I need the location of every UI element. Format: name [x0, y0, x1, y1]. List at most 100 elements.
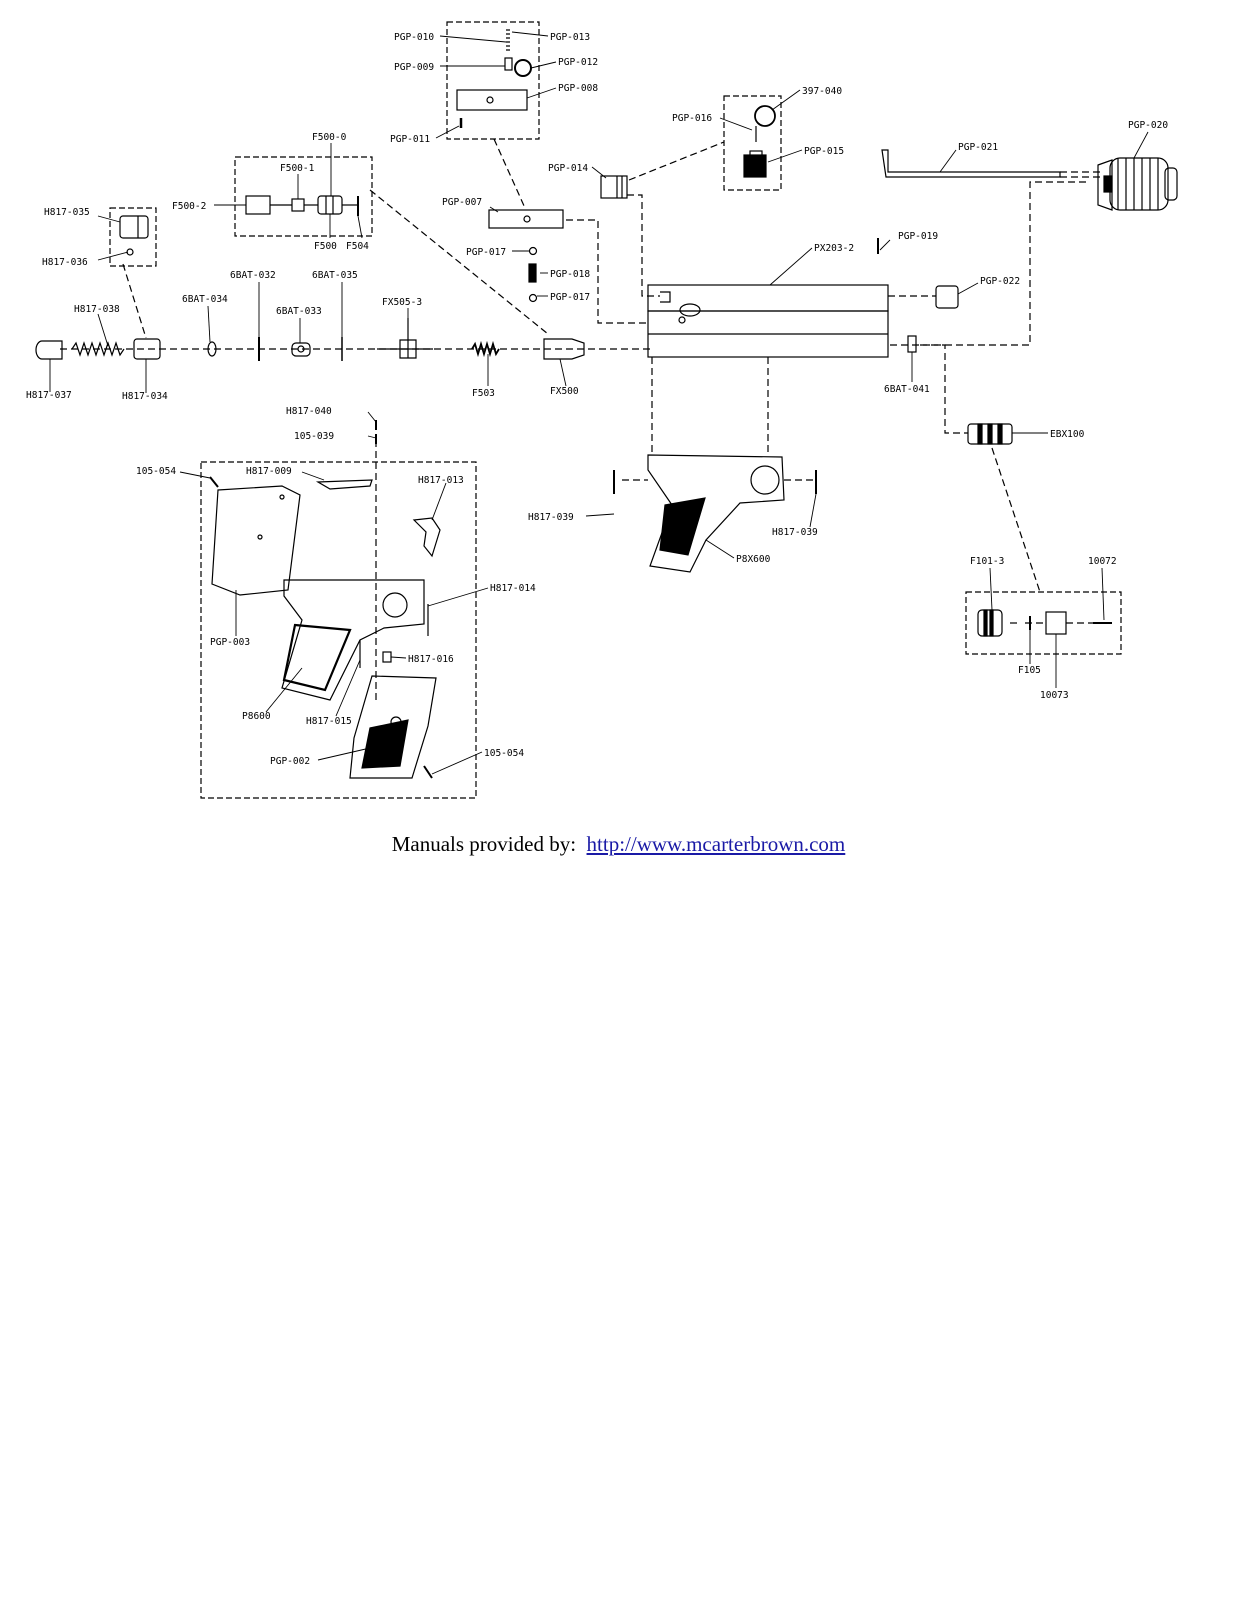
label-f105: F105: [1018, 665, 1041, 676]
label-h817-034: H817-034: [122, 391, 168, 402]
label-h817-016: H817-016: [408, 654, 454, 665]
label-h817-037: H817-037: [26, 390, 72, 401]
label-pgp-017-upper: PGP-017: [466, 247, 506, 258]
part-pgp-012: [514, 59, 532, 77]
label-pgp-014: PGP-014: [548, 163, 588, 174]
label-6bat-035: 6BAT-035: [312, 270, 358, 281]
part-pgp-021: [881, 149, 1061, 178]
part-pgp-017-upper: [528, 246, 538, 256]
box-h817-035-group: [109, 207, 157, 267]
label-f500: F500: [314, 241, 337, 252]
label-6bat-032: 6BAT-032: [230, 270, 276, 281]
part-p8600: [281, 579, 425, 701]
label-pgp-017-lower: PGP-017: [550, 292, 590, 303]
part-h817-034: [133, 338, 161, 360]
part-h817-035: [119, 215, 149, 239]
part-pgp-022: [935, 285, 959, 309]
part-fx505-3: [377, 318, 433, 359]
box-trigger-top-group: [446, 21, 540, 140]
part-f500-1: [291, 198, 305, 212]
part-pgp-009: [504, 57, 513, 71]
part-pgp-007: [488, 209, 564, 229]
label-h817-035: H817-035: [44, 207, 90, 218]
label-pgp-016: PGP-016: [672, 113, 712, 124]
box-f500-group: [234, 156, 373, 237]
part-6bat-033: [291, 342, 311, 357]
part-6bat-034: [207, 341, 217, 357]
label-10072: 10072: [1088, 556, 1117, 567]
part-pgp-008: [456, 89, 528, 111]
label-h817-039-left: H817-039: [528, 512, 574, 523]
part-f503: [471, 340, 500, 358]
label-f504: F504: [346, 241, 369, 252]
label-h817-038: H817-038: [74, 304, 120, 315]
label-pgp-007: PGP-007: [442, 197, 482, 208]
part-pgp-010: [506, 29, 510, 51]
label-105-054-lower: 105-054: [484, 748, 524, 759]
part-pgp-020: [1097, 157, 1178, 211]
part-f101-3: [977, 609, 1003, 637]
box-397-group: [723, 95, 782, 191]
label-pgp-003: PGP-003: [210, 637, 250, 648]
label-f500-1: F500-1: [280, 163, 315, 174]
label-p8x600: P8X600: [736, 554, 771, 565]
box-grip-frame-group: [200, 461, 477, 799]
label-h817-009: H817-009: [246, 466, 292, 477]
label-pgp-008: PGP-008: [558, 83, 598, 94]
label-105-054-upper: 105-054: [136, 466, 176, 477]
part-pgp-002: [349, 675, 437, 779]
label-px203-2: PX203-2: [814, 243, 854, 254]
label-10073: 10073: [1040, 690, 1069, 701]
label-fx505-3: FX505-3: [382, 297, 422, 308]
label-h817-036: H817-036: [42, 257, 88, 268]
label-pgp-009: PGP-009: [394, 62, 434, 73]
footer-link[interactable]: http://www.mcarterbrown.com: [586, 832, 846, 856]
label-6bat-033: 6BAT-033: [276, 306, 322, 317]
part-pgp-015: [743, 154, 767, 178]
part-f500: [317, 195, 343, 215]
label-pgp-002: PGP-002: [270, 756, 310, 767]
label-6bat-041: 6BAT-041: [884, 384, 930, 395]
part-6bat-041: [907, 335, 917, 353]
part-pgp-003: [211, 485, 301, 596]
footer-credit: Manuals provided by: http://www.mcarterb…: [0, 832, 1237, 857]
label-h817-039-right: H817-039: [772, 527, 818, 538]
part-pgp-018: [528, 263, 537, 283]
label-pgp-021: PGP-021: [958, 142, 998, 153]
label-f503: F503: [472, 388, 495, 399]
part-105-054-lower: [423, 765, 433, 779]
label-ebx100: EBX100: [1050, 429, 1085, 440]
part-f500-2: [245, 195, 271, 215]
label-pgp-011: PGP-011: [390, 134, 430, 145]
part-p8x600: [647, 454, 785, 573]
part-pgp-017-lower: [528, 293, 538, 303]
part-h817-016: [382, 651, 392, 663]
label-pgp-015: PGP-015: [804, 146, 844, 157]
label-pgp-010: PGP-010: [394, 32, 434, 43]
part-h817-009: [315, 479, 373, 490]
label-h817-040: H817-040: [286, 406, 332, 417]
label-pgp-022: PGP-022: [980, 276, 1020, 287]
label-pgp-020: PGP-020: [1128, 120, 1168, 131]
label-105-039: 105-039: [294, 431, 334, 442]
label-h817-014: H817-014: [490, 583, 536, 594]
part-pgp-014: [600, 175, 628, 199]
part-h817-038: [71, 341, 125, 357]
part-fx500: [543, 338, 585, 360]
label-pgp-018: PGP-018: [550, 269, 590, 280]
group-boxes: [109, 21, 1122, 799]
box-f101-group: [965, 591, 1122, 655]
leader-lines: [49, 31, 1149, 775]
footer-prefix: Manuals provided by:: [391, 832, 577, 856]
label-f500-0: F500-0: [312, 132, 347, 143]
label-f500-2: F500-2: [172, 201, 206, 212]
label-pgp-013: PGP-013: [550, 32, 590, 43]
label-pgp-012: PGP-012: [558, 57, 598, 68]
label-fx500: FX500: [550, 386, 579, 397]
label-h817-013: H817-013: [418, 475, 464, 486]
exploded-parts-diagram: PGP-010 PGP-013 PGP-009 PGP-012 PGP-008 …: [26, 21, 1178, 799]
part-ebx100: [967, 423, 1013, 445]
label-397-040: 397-040: [802, 86, 842, 97]
label-6bat-034: 6BAT-034: [182, 294, 228, 305]
part-labels: PGP-010 PGP-013 PGP-009 PGP-012 PGP-008 …: [26, 32, 1168, 767]
